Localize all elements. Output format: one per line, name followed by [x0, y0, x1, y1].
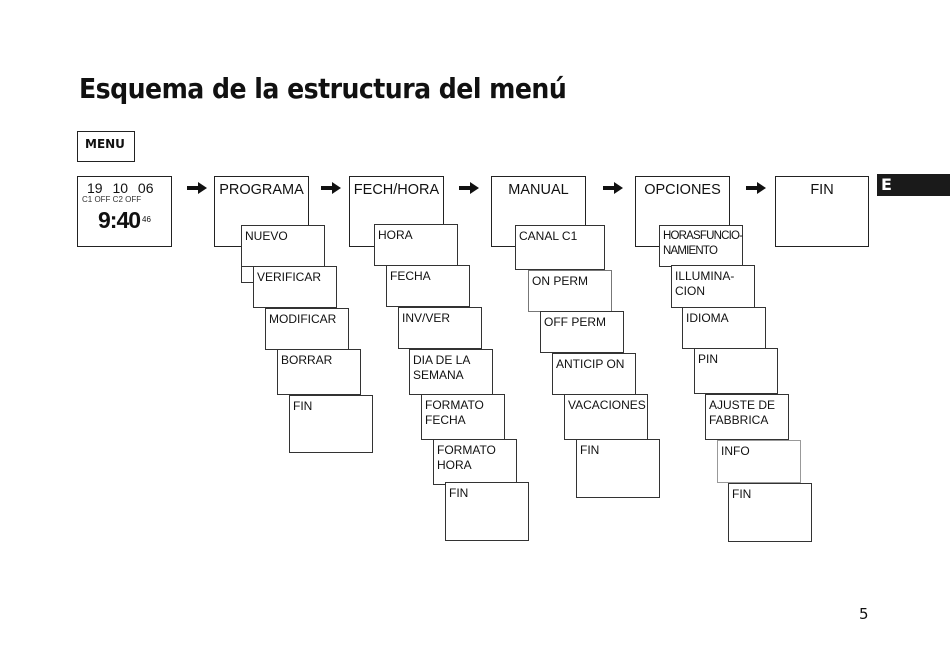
lcd-display: 19 10 06 C1 OFF C2 OFF 9:40 46: [77, 176, 172, 247]
menu-item: FIN: [728, 483, 812, 542]
menu-item: FORMATO FECHA: [421, 394, 505, 440]
menu-item: HORA: [374, 224, 458, 266]
menu-button-label: MENU: [77, 131, 135, 162]
menu-item: ANTICIP ON: [552, 353, 636, 395]
menu-item: IDIOMA: [682, 307, 766, 349]
menu-item: FIN: [445, 482, 529, 541]
menu-item: FECHA: [386, 265, 470, 307]
menu-item: HORASFUNCIO-NAMIENTO: [659, 225, 743, 267]
menu-item: MODIFICAR: [265, 308, 349, 350]
menu-item: CANAL C1: [515, 225, 605, 270]
display-channels: C1 OFF C2 OFF: [82, 195, 142, 204]
menu-item: PIN: [694, 348, 778, 394]
menu-item: FIN: [576, 439, 660, 498]
menu-item: AJUSTE DE FABBRICA: [705, 394, 789, 440]
menu-item: INFO: [717, 440, 801, 483]
menu-item: INV/VER: [398, 307, 482, 349]
menu-item: VACACIONES: [564, 394, 648, 440]
menu-item: OFF PERM: [540, 311, 624, 353]
menu-item: ON PERM: [528, 270, 612, 312]
display-seconds: 46: [142, 215, 151, 224]
page-title: Esquema de la estructura del menú: [79, 72, 567, 105]
menu-item: VERIFICAR: [253, 266, 337, 308]
arrow-right-icon: [187, 182, 207, 194]
arrow-right-icon: [603, 182, 623, 194]
menu-item: DIA DE LA SEMANA: [409, 349, 493, 395]
menu-item: BORRAR: [277, 349, 361, 395]
menu-item: NUEVO: [241, 225, 325, 267]
menu-heading-fin: FIN: [775, 176, 869, 247]
arrow-right-icon: [459, 182, 479, 194]
page-number: 5: [859, 605, 869, 623]
display-time: 9:40: [98, 207, 141, 233]
display-date: 19 10 06: [87, 180, 154, 196]
arrow-right-icon: [321, 182, 341, 194]
arrow-right-icon: [746, 182, 766, 194]
menu-item: ILLUMINA-CION: [671, 265, 755, 308]
menu-item: FORMATO HORA: [433, 439, 517, 485]
language-tab: E: [877, 174, 950, 196]
menu-item: FIN: [289, 395, 373, 453]
